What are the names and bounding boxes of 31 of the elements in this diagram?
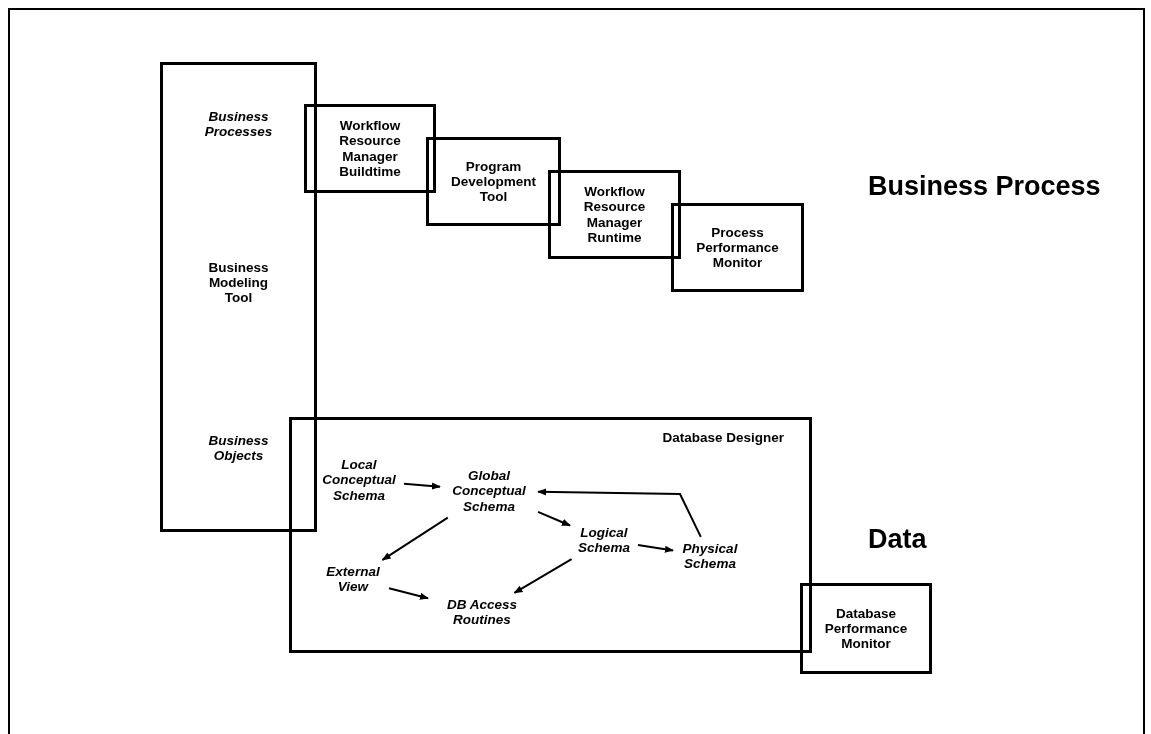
- schema-label: External View: [325, 563, 381, 595]
- box-title: Business Modeling Tool: [207, 260, 270, 306]
- box-title: Database Performance Monitor: [823, 605, 909, 652]
- arrow: [388, 587, 429, 600]
- arrow: [637, 544, 674, 553]
- box-title: Process Performance Monitor: [695, 224, 780, 271]
- box-title: Workflow Resource Manager Runtime: [582, 184, 647, 245]
- tool-box: [548, 170, 681, 259]
- arrow: [537, 488, 702, 538]
- tool-box: [800, 583, 932, 674]
- schema-label: Global Conceptual Schema: [451, 468, 527, 514]
- box-title: Database Designer: [662, 430, 784, 446]
- schema-label: Logical Schema: [577, 524, 631, 556]
- box-title: Workflow Resource Manager Buildtime: [338, 118, 402, 179]
- schema-label: DB Access Routines: [445, 596, 518, 628]
- box-subtitle: Business Processes: [203, 109, 274, 140]
- section-label: Business Process: [868, 172, 1101, 202]
- tool-box: [304, 104, 436, 193]
- tool-box: [426, 137, 561, 226]
- arrow: [403, 482, 441, 490]
- arrow: [537, 510, 571, 527]
- box-title: Program Development Tool: [450, 158, 537, 205]
- schema-label: Physical Schema: [681, 540, 739, 572]
- arrow: [381, 516, 449, 561]
- schema-label: Local Conceptual Schema: [321, 457, 397, 503]
- section-label: Data: [868, 525, 927, 555]
- tool-box: [671, 203, 804, 292]
- arrow: [513, 558, 573, 594]
- tool-box: [160, 62, 317, 532]
- tool-box: [289, 417, 812, 653]
- box-subtitle: Business Objects: [207, 433, 270, 464]
